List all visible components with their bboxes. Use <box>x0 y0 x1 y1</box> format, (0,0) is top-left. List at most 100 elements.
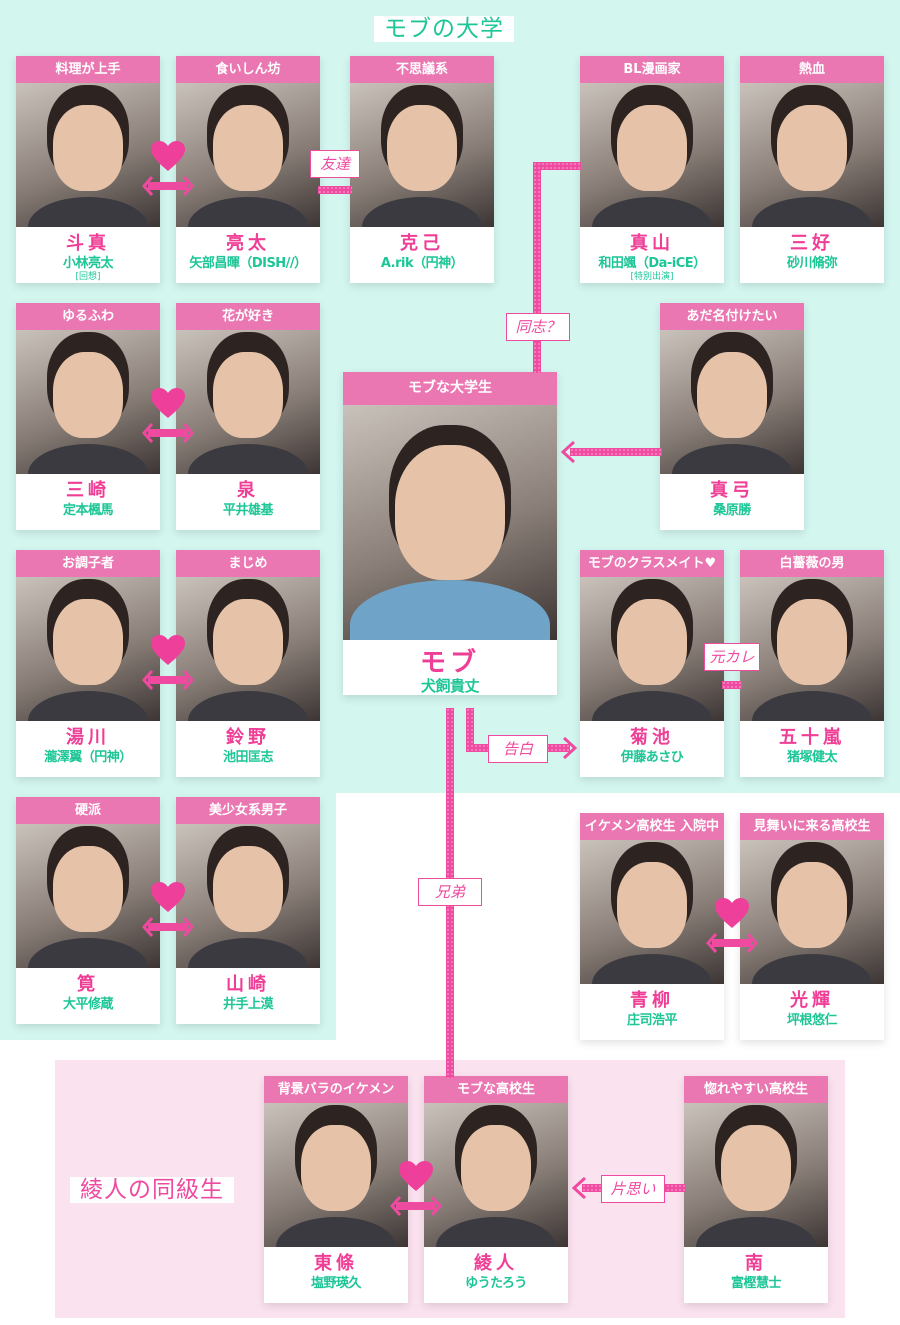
double-arrow-icon <box>142 917 194 937</box>
card-izumi[interactable]: 花が好き 泉 平井雄基 <box>176 303 320 530</box>
card-header: 不思議系 <box>350 56 494 83</box>
section-title-university: モブの大学 <box>374 16 514 42</box>
card-miyoshi[interactable]: 熱血 三好 砂川脩弥 <box>740 56 884 283</box>
line-friend <box>318 186 352 194</box>
character-name: 南 <box>745 1253 767 1274</box>
actor-name: 庄司浩平 <box>626 1013 678 1028</box>
actor-name: 富樫慧士 <box>730 1276 782 1291</box>
character-photo <box>740 840 884 984</box>
card-mayama[interactable]: BL漫画家 真山 和田颯（Da-iCE）[特別出演] <box>580 56 724 283</box>
card-header: 見舞いに来る高校生 <box>740 813 884 840</box>
card-misaki[interactable]: ゆるふわ 三崎 定本楓馬 <box>16 303 160 530</box>
card-header: お調子者 <box>16 550 160 577</box>
heart-icon <box>151 635 185 665</box>
actor-name: 砂川脩弥 <box>786 256 838 271</box>
actor-name: 坪根悠仁 <box>786 1013 838 1028</box>
section-title-classmates: 綾人の同級生 <box>70 1177 234 1203</box>
card-ayato[interactable]: モブな高校生 綾人 ゆうたろう <box>424 1076 568 1303</box>
card-header: 料理が上手 <box>16 56 160 83</box>
arrowhead-left-icon <box>560 440 576 464</box>
line-mayumi-arrow <box>570 448 662 456</box>
card-header: モブな高校生 <box>424 1076 568 1103</box>
card-header: あだ名付けたい <box>660 303 804 330</box>
arrowhead-left-icon <box>571 1176 587 1200</box>
character-name: 真弓 <box>710 480 754 501</box>
actor-name: 瀧澤翼（円神） <box>44 750 132 765</box>
character-photo <box>176 83 320 227</box>
card-header: モブのクラスメイト♥ <box>580 550 724 577</box>
label-comrade: 同志？ <box>506 313 570 341</box>
actor-name: ゆうたろう <box>465 1276 527 1291</box>
character-name: 筧 <box>77 974 99 995</box>
double-arrow-icon <box>142 423 194 443</box>
actor-note: [特別出演] <box>630 272 674 282</box>
label-confess: 告白 <box>488 735 548 763</box>
line-confess-v <box>466 708 474 752</box>
character-photo <box>343 405 557 640</box>
card-mitsuki[interactable]: 見舞いに来る高校生 光輝 坪根悠仁 <box>740 813 884 1040</box>
card-katsumi[interactable]: 不思議系 克己 A.rik（円神） <box>350 56 494 283</box>
card-header: 食いしん坊 <box>176 56 320 83</box>
card-aoyagi[interactable]: イケメン高校生 入院中 青柳 庄司浩平 <box>580 813 724 1040</box>
card-mob[interactable]: モブな大学生 モブ 犬飼貴丈 <box>343 372 557 695</box>
label-friend: 友達 <box>310 150 360 178</box>
card-suzuno[interactable]: まじめ 鈴野 池田匡志 <box>176 550 320 777</box>
actor-note: [回想] <box>75 272 101 282</box>
character-photo <box>176 824 320 968</box>
card-kakei[interactable]: 硬派 筧 大平修蔵 <box>16 797 160 1024</box>
actor-name: 矢部昌暉（DISH//） <box>189 256 307 271</box>
card-yamazaki[interactable]: 美少女系男子 山崎 井手上漠 <box>176 797 320 1024</box>
character-name: 光輝 <box>790 990 834 1011</box>
character-name: 三好 <box>790 233 834 254</box>
card-mayumi[interactable]: あだ名付けたい 真弓 桑原勝 <box>660 303 804 530</box>
character-photo <box>684 1103 828 1247</box>
card-yukawa[interactable]: お調子者 湯川 瀧澤翼（円神） <box>16 550 160 777</box>
heart-icon <box>151 388 185 418</box>
card-igarashi[interactable]: 白薔薇の男 五十嵐 猪塚健太 <box>740 550 884 777</box>
arrowhead-right-icon <box>562 736 578 760</box>
card-header: 花が好き <box>176 303 320 330</box>
card-minami[interactable]: 惚れやすい高校生 南 富樫慧士 <box>684 1076 828 1303</box>
character-name: 湯川 <box>66 727 110 748</box>
character-photo <box>350 83 494 227</box>
card-touma[interactable]: 料理が上手 斗真 小林亮太[回想] <box>16 56 160 283</box>
character-photo <box>740 83 884 227</box>
character-photo <box>740 577 884 721</box>
character-photo <box>16 330 160 474</box>
character-name: 山崎 <box>226 974 270 995</box>
character-name: 菊池 <box>630 727 674 748</box>
card-header: まじめ <box>176 550 320 577</box>
actor-name: 塩野瑛久 <box>310 1276 362 1291</box>
character-name: 鈴野 <box>226 727 270 748</box>
character-photo <box>16 824 160 968</box>
actor-name: 桑原勝 <box>713 503 751 518</box>
card-header: ゆるふわ <box>16 303 160 330</box>
heart-icon <box>151 141 185 171</box>
card-header: BL漫画家 <box>580 56 724 83</box>
card-kikuchi[interactable]: モブのクラスメイト♥ 菊池 伊藤あさひ <box>580 550 724 777</box>
character-photo <box>580 840 724 984</box>
actor-name: 和田颯（Da-iCE） <box>598 256 706 271</box>
character-photo <box>176 577 320 721</box>
character-name: 斗真 <box>66 233 110 254</box>
label-brother: 兄弟 <box>418 878 482 906</box>
line-comrade-h <box>533 162 581 170</box>
actor-name: 小林亮太 <box>62 256 114 271</box>
actor-name: 井手上漠 <box>222 997 274 1012</box>
actor-name: 猪塚健太 <box>786 750 838 765</box>
actor-name: 大平修蔵 <box>62 997 114 1012</box>
card-ryota[interactable]: 食いしん坊 亮太 矢部昌暉（DISH//） <box>176 56 320 283</box>
character-name: 綾人 <box>474 1253 518 1274</box>
line-ex <box>722 681 742 689</box>
card-tojo[interactable]: 背景バラのイケメン 東條 塩野瑛久 <box>264 1076 408 1303</box>
card-header: 熱血 <box>740 56 884 83</box>
card-header: 背景バラのイケメン <box>264 1076 408 1103</box>
character-photo <box>660 330 804 474</box>
actor-name: 伊藤あさひ <box>620 750 684 765</box>
actor-name: 平井雄基 <box>222 503 274 518</box>
character-photo <box>580 577 724 721</box>
label-crush: 片思い <box>601 1175 665 1203</box>
heart-icon <box>715 898 749 928</box>
character-name: 三崎 <box>66 480 110 501</box>
label-ex: 元カレ <box>704 643 760 671</box>
